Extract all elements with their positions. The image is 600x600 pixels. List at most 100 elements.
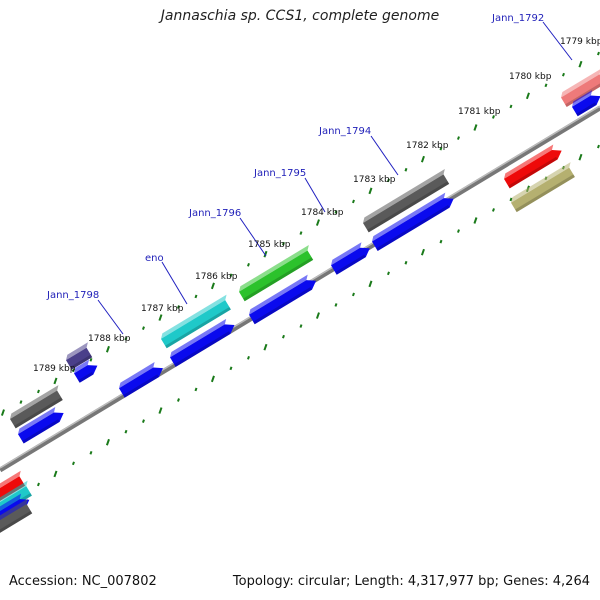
tick-mark: [105, 438, 110, 446]
kbp-label-1783: 1783 kbp: [353, 175, 396, 185]
tick-mark: [105, 345, 110, 353]
gene-feature-blue-e-body: [372, 198, 454, 251]
tick-mark: [142, 326, 145, 330]
gene-feature-red-right-top: [504, 144, 554, 179]
gene-feature-gray-leftedge-shade: [0, 510, 33, 534]
tick-mark: [53, 377, 58, 385]
gene-label-jann-1796[interactable]: Jann_1796: [188, 208, 241, 219]
gene-feature-blue-b-body: [170, 324, 235, 367]
kbp-label-1780: 1780 kbp: [509, 72, 552, 82]
gene-feature-gray-leftedge[interactable]: [0, 498, 36, 534]
gene-feature-green-shade: [243, 257, 314, 302]
gene-feature-cyan-left-top: [0, 480, 28, 507]
tick-mark: [229, 366, 233, 371]
gene-feature-blue-left[interactable]: [16, 405, 67, 444]
gene-feature-blue-a-top: [119, 362, 155, 389]
gene-feature-blue-a[interactable]: [117, 360, 166, 398]
gene-feature-gray-1794[interactable]: [361, 168, 453, 233]
gene-feature-gray-left[interactable]: [8, 385, 66, 429]
gene-feature-blue-a-shade: [123, 374, 159, 398]
gene-feature-blue-edge[interactable]: [570, 88, 600, 117]
callout-jann-1796: [239, 217, 267, 257]
gene-feature-blue-d[interactable]: [329, 240, 373, 275]
gene-feature-blue-small-top: [74, 359, 90, 374]
tick-mark: [89, 357, 93, 362]
gene-feature-cyan-eno[interactable]: [159, 294, 234, 349]
gene-feature-blue-d-body: [331, 247, 370, 275]
gene-feature-gray-left-body: [10, 390, 63, 429]
gene-feature-blue-edge-shade: [576, 102, 597, 117]
gene-feature-blue-a-body: [119, 367, 163, 398]
gene-feature-red-right[interactable]: [502, 142, 565, 189]
gene-feature-blue-small[interactable]: [72, 358, 100, 383]
gene-label-jann-1798[interactable]: Jann_1798: [46, 290, 99, 301]
gene-feature-purple-top: [66, 342, 88, 361]
tick-mark: [404, 167, 408, 172]
tick-mark: [457, 229, 460, 233]
gene-feature-blue-small-shade: [78, 371, 94, 383]
kbp-label-1779: 1779 kbp: [560, 37, 600, 47]
tick-mark: [578, 60, 583, 68]
gene-feature-olive-top: [511, 162, 571, 203]
callout-jann-1795: [304, 177, 326, 213]
tick-mark: [525, 92, 530, 100]
gene-feature-blue-e-top: [372, 192, 446, 242]
tick-mark: [177, 398, 180, 402]
tick-mark: [387, 178, 390, 183]
gene-feature-olive[interactable]: [509, 162, 578, 213]
gene-features: [0, 68, 600, 534]
gene-feature-gray-1794-shade: [367, 181, 450, 233]
tick-mark: [420, 248, 425, 256]
gene-feature-cyan-eno-body: [161, 300, 231, 349]
tick-mark: [0, 409, 5, 416]
map-title: Jannaschia sp. CCS1, complete genome: [160, 8, 440, 24]
tick-mark: [387, 271, 390, 276]
gene-label-jann-1794[interactable]: Jann_1794: [318, 126, 371, 137]
callout-jann-1794: [370, 135, 399, 176]
gene-feature-purple-shade: [70, 354, 93, 370]
gene-feature-olive-body: [511, 167, 575, 213]
callout-jann-1792: [542, 21, 573, 61]
gene-feature-gray-1794-top: [363, 168, 445, 223]
gene-feature-green-body: [238, 250, 314, 302]
gene-feature-blue-d-top: [331, 242, 362, 266]
tick-mark: [315, 312, 320, 319]
tick-mark: [247, 355, 250, 360]
gene-feature-gray-left-shade: [14, 397, 63, 429]
tick-mark: [282, 334, 285, 339]
tick-mark: [124, 336, 128, 341]
gene-label-jann-1792[interactable]: Jann_1792: [491, 13, 544, 24]
tick-mark: [352, 199, 355, 204]
tick-mark: [37, 482, 40, 487]
kbp-label-1785: 1785 kbp: [248, 240, 291, 250]
tick-mark: [53, 470, 58, 478]
tick-mark: [229, 273, 233, 278]
gene-feature-purple[interactable]: [64, 342, 96, 370]
kbp-label-1786: 1786 kbp: [195, 272, 238, 282]
label-callouts: [97, 21, 573, 335]
gene-feature-blue-c-shade: [253, 287, 313, 325]
tick-mark: [562, 72, 565, 77]
tick-mark: [404, 260, 408, 265]
tick-mark: [509, 104, 513, 109]
gene-label-jann-1795[interactable]: Jann_1795: [253, 168, 306, 179]
tick-mark: [282, 241, 285, 246]
gene-feature-cyan-eno-shade: [165, 306, 231, 349]
gene-feature-green[interactable]: [237, 244, 317, 302]
gene-feature-blue-c[interactable]: [247, 273, 319, 325]
gene-feature-blue-b-shade: [174, 331, 231, 367]
tick-mark: [263, 343, 268, 351]
accession-text: Accession: NC_007802: [9, 574, 157, 589]
gene-feature-blue-small-body: [74, 365, 98, 383]
gene-feature-blue-leftedge-top: [0, 493, 22, 515]
gene-feature-blue-e[interactable]: [370, 191, 457, 251]
kbp-label-1784: 1784 kbp: [301, 208, 344, 218]
callout-jann-1798: [97, 299, 124, 335]
tick-mark: [368, 280, 373, 288]
gene-feature-blue-edge-top: [572, 90, 593, 107]
gene-feature-blue-left-shade: [22, 419, 60, 444]
gene-label-eno[interactable]: eno: [145, 253, 164, 264]
gene-feature-blue-b[interactable]: [168, 317, 237, 367]
tick-mark: [89, 450, 93, 455]
